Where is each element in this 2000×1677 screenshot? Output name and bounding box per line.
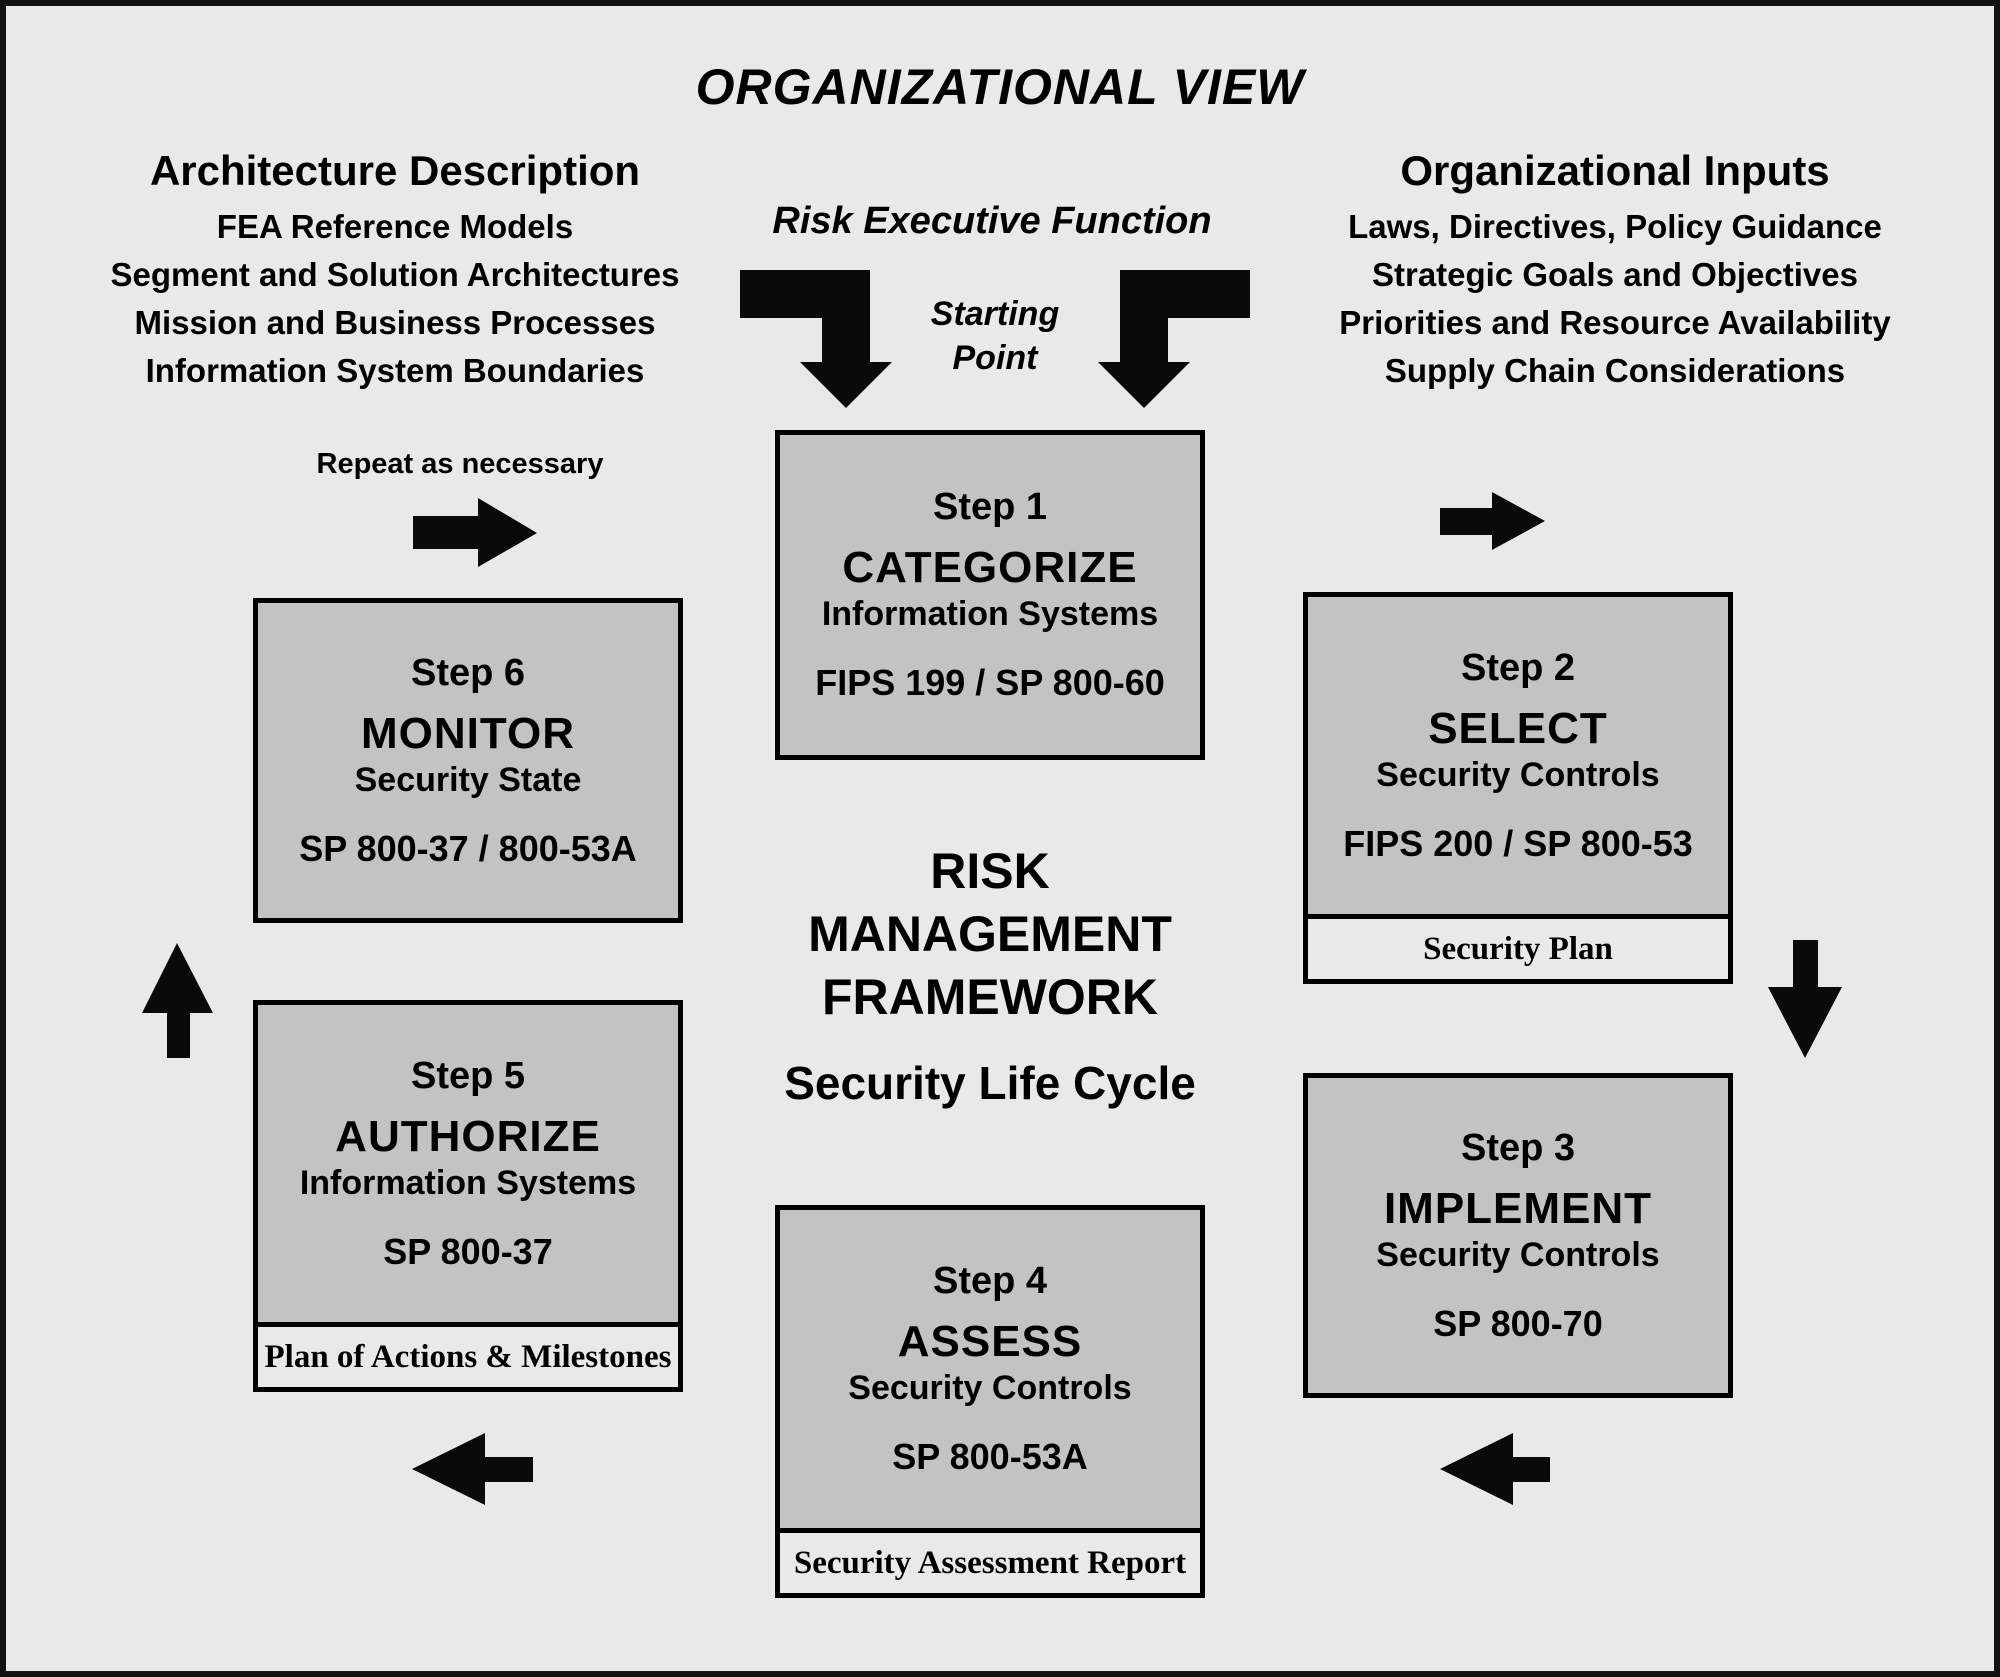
step-action: IMPLEMENT <box>1383 1183 1653 1233</box>
step-object: Security Controls <box>1376 1235 1660 1274</box>
architecture-item: Information System Boundaries <box>145 352 645 389</box>
page-title: ORGANIZATIONAL VIEW <box>695 59 1305 115</box>
step-reference: FIPS 200 / SP 800-53 <box>1343 822 1693 864</box>
step-action: ASSESS <box>897 1317 1083 1366</box>
architecture-description-heading: Architecture Description <box>149 147 641 194</box>
step-number: Step 2 <box>1460 646 1576 689</box>
step-object: Security Controls <box>848 1369 1132 1407</box>
step-action: CATEGORIZE <box>842 543 1138 592</box>
risk-executive-function-label: Risk Executive Function <box>772 200 1212 242</box>
organizational-input-item: Strategic Goals and Objectives <box>1371 256 1858 293</box>
step3-implement-box: Step 3 IMPLEMENT Security Controls SP 80… <box>1303 1073 1733 1398</box>
step-number: Step 6 <box>410 651 526 694</box>
risk-management-framework-label: RISK MANAGEMENT FRAMEWORK <box>808 843 1172 1025</box>
organizational-input-item: Laws, Directives, Policy Guidance <box>1348 208 1882 245</box>
organizational-inputs-block: Organizational Inputs Laws, Directives, … <box>1315 145 1915 395</box>
step5-authorize-box: Step 5 AUTHORIZE Information Systems SP … <box>253 1000 683 1392</box>
organizational-input-item: Priorities and Resource Availability <box>1339 304 1891 341</box>
organizational-input-item: Supply Chain Considerations <box>1384 352 1846 389</box>
step-object: Information Systems <box>299 1163 637 1202</box>
step-reference: SP 800-70 <box>1433 1302 1603 1344</box>
step-action: AUTHORIZE <box>335 1111 601 1161</box>
repeat-as-necessary-label: Repeat as necessary <box>316 448 604 480</box>
architecture-description-block: Architecture Description FEA Reference M… <box>95 145 695 395</box>
step-number: Step 3 <box>1460 1126 1576 1169</box>
step-reference: SP 800-37 / 800-53A <box>299 827 637 869</box>
step2-select-box: Step 2 SELECT Security Controls FIPS 200… <box>1303 592 1733 984</box>
security-plan-artifact: Security Plan <box>1308 914 1728 979</box>
architecture-item: Segment and Solution Architectures <box>110 256 680 293</box>
step-object: Information Systems <box>821 595 1159 633</box>
step1-categorize-box: Step 1 CATEGORIZE Information Systems FI… <box>775 430 1205 760</box>
step-number: Step 5 <box>410 1054 526 1097</box>
step-reference: FIPS 199 / SP 800-60 <box>815 662 1165 703</box>
step-reference: SP 800-53A <box>892 1436 1088 1477</box>
architecture-item: FEA Reference Models <box>216 208 574 245</box>
step-object: Security Controls <box>1376 755 1660 794</box>
security-life-cycle-label: Security Life Cycle <box>784 1057 1196 1109</box>
step6-monitor-box: Step 6 MONITOR Security State SP 800-37 … <box>253 598 683 923</box>
architecture-item: Mission and Business Processes <box>134 304 656 341</box>
step-number: Step 1 <box>932 486 1048 528</box>
step4-assess-box: Step 4 ASSESS Security Controls SP 800-5… <box>775 1205 1205 1598</box>
step-object: Security State <box>354 760 582 799</box>
step-action: SELECT <box>1428 703 1608 753</box>
organizational-inputs-heading: Organizational Inputs <box>1400 147 1830 194</box>
starting-point-label: Starting Point <box>930 295 1060 377</box>
step-action: MONITOR <box>361 708 575 758</box>
step-reference: SP 800-37 <box>383 1230 553 1272</box>
step-number: Step 4 <box>932 1260 1048 1302</box>
security-assessment-report-artifact: Security Assessment Report <box>780 1528 1200 1593</box>
plan-of-actions-milestones-artifact: Plan of Actions & Milestones <box>258 1322 678 1387</box>
